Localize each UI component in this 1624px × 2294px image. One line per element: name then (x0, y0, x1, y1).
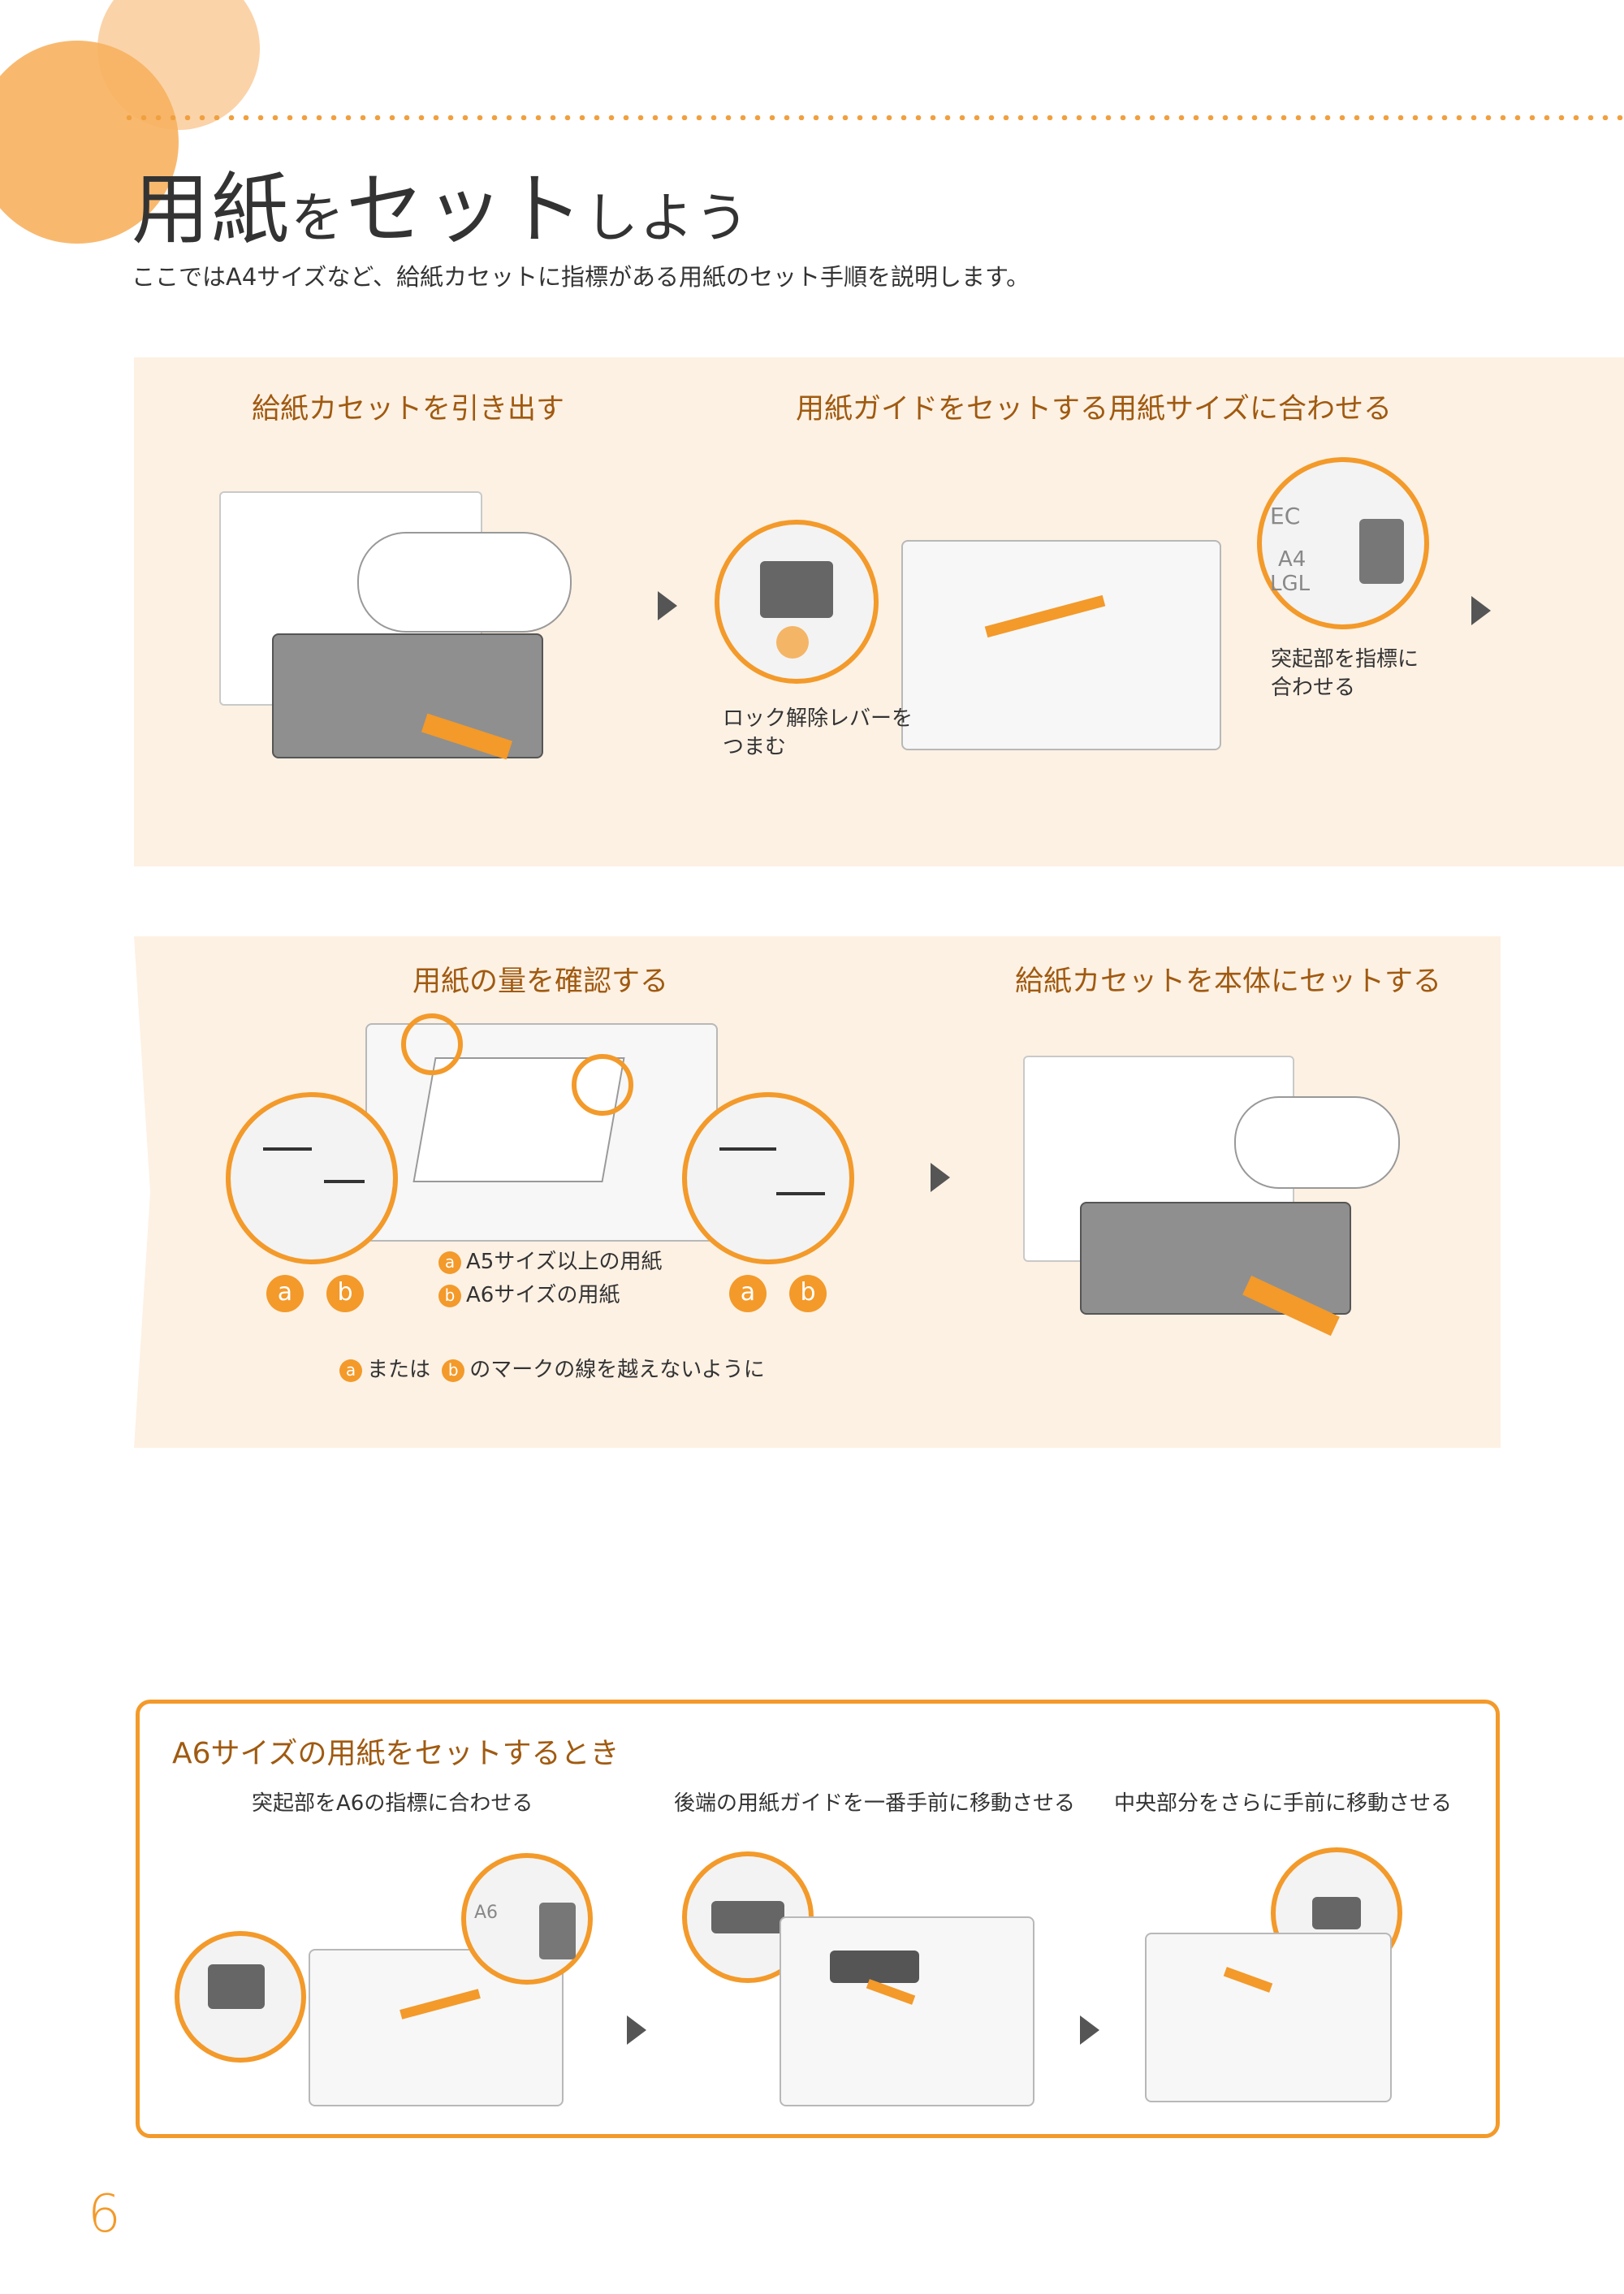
center-part-illustration (1312, 1897, 1361, 1929)
limit-mark-icon (719, 1130, 776, 1151)
zoom-marker (572, 1054, 633, 1116)
note-text: または (367, 1358, 431, 1382)
title-part: 用紙 (132, 164, 291, 255)
cassette-tray-illustration (780, 1916, 1034, 2106)
zoom-size-mark: EC A4 LGL (1257, 457, 1429, 629)
badge-b: b (326, 1275, 364, 1312)
caption-line: 突起部を指標に (1271, 647, 1419, 672)
decor-circle-orange (0, 41, 179, 244)
a6-title: A6サイズの用紙をセットするとき (172, 1737, 620, 1770)
limit-mark-icon (776, 1174, 825, 1195)
guide-illustration (711, 1901, 784, 1933)
step-arrow-icon (658, 591, 677, 620)
step2-heading: 用紙ガイドをセットする用紙サイズに合わせる (796, 393, 1392, 426)
limit-mark-icon (263, 1130, 312, 1151)
cassette-tray-illustration (901, 540, 1221, 750)
hand-illustration (1234, 1096, 1400, 1189)
page-title: 用紙をセットしよう (132, 146, 750, 259)
step1-heading: 給紙カセットを引き出す (252, 393, 565, 426)
title-part: しよう (585, 187, 750, 249)
cassette-tray-illustration (1145, 1933, 1392, 2102)
zoom-lever (175, 1931, 306, 2063)
a6-caption-1: 突起部をA6の指標に合わせる (252, 1791, 533, 1816)
badge-b: b (789, 1275, 827, 1312)
zoom-limit-right (682, 1092, 854, 1264)
lever-illustration (208, 1964, 265, 2009)
a6-caption-3: 中央部分をさらに手前に移動させる (1114, 1791, 1453, 1816)
zoom-lever (715, 520, 879, 684)
title-part: セット (346, 164, 585, 255)
legend-a-text: A5サイズ以上の用紙 (466, 1250, 663, 1274)
title-part: を (291, 187, 346, 249)
page-number: 6 (88, 2184, 121, 2244)
rear-guide-illustration (830, 1951, 919, 1983)
size-label: LGL (1270, 572, 1311, 596)
pinch-mark-icon (776, 626, 809, 659)
legend-b-badge: b (438, 1284, 461, 1307)
step-arrow-icon (1080, 2015, 1099, 2045)
legend-b-text: A6サイズの用紙 (466, 1283, 620, 1308)
step-arrow-icon (931, 1163, 950, 1192)
caption-line: ロック解除レバーを (723, 706, 914, 731)
slide-arrow-icon (984, 594, 1106, 638)
size-label: EC (1270, 503, 1301, 529)
caption-line: つまむ (723, 735, 787, 760)
zoom-limit-left (226, 1092, 398, 1264)
size-label: A6 (474, 1903, 499, 1923)
dotted-rule (122, 115, 1624, 120)
step-arrow-icon (627, 2015, 646, 2045)
size-label: A4 (1278, 547, 1307, 572)
move-arrow-icon (1223, 1967, 1273, 1993)
badge-a: a (266, 1275, 304, 1312)
lever-caption: ロック解除レバーを つまむ (723, 705, 913, 762)
note-badge-b: b (442, 1359, 465, 1382)
cassette-front-illustration (1080, 1202, 1351, 1315)
page-subtitle: ここではA4サイズなど、給紙カセットに指標がある用紙のセット手順を説明します。 (132, 263, 1030, 291)
slide-arrow-icon (400, 1989, 481, 2020)
a6-caption-2: 後端の用紙ガイドを一番手前に移動させる (674, 1791, 1076, 1816)
zoom-size-mark: A6 (461, 1853, 593, 1985)
guide-tab-illustration (1359, 519, 1404, 584)
step4-heading: 給紙カセットを本体にセットする (1015, 966, 1442, 998)
caption-line: 合わせる (1271, 676, 1356, 701)
badge-a: a (729, 1275, 767, 1312)
note-text: のマークの線を越えないように (469, 1358, 765, 1382)
step3-heading: 用紙の量を確認する (412, 966, 669, 998)
mark-caption: 突起部を指標に 合わせる (1271, 646, 1419, 702)
hand-illustration (357, 532, 572, 633)
zoom-marker (401, 1013, 463, 1075)
legend-a-badge: a (438, 1251, 461, 1274)
limit-mark-icon (324, 1162, 365, 1183)
step-arrow-icon (1471, 596, 1491, 625)
note-badge-a: a (339, 1359, 362, 1382)
lever-illustration (760, 561, 833, 618)
guide-tab-illustration (539, 1903, 576, 1959)
